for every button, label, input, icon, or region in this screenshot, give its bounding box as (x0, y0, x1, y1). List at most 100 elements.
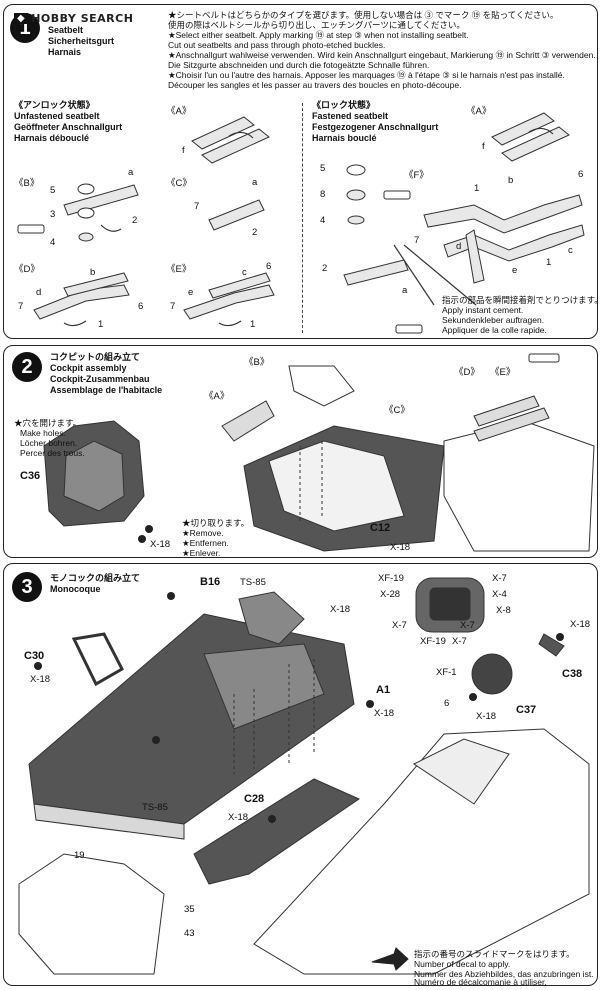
paint-xf19-bottom: XF-19 (420, 636, 446, 647)
part-5-fast: 5 (320, 163, 326, 174)
decal-19: 19 (74, 850, 85, 861)
part-c-f: c (568, 245, 573, 256)
part-a-b: a (128, 167, 134, 178)
remove-jp: ★切り取ります。 (182, 518, 250, 528)
part-d-d: d (36, 287, 42, 298)
cement-fr: Appliquer de la colle rapide. (442, 325, 547, 335)
part-a1: A1 (376, 684, 391, 696)
note-en-2: Cut out seatbelts and pass through photo… (168, 40, 386, 50)
paint-x18-c12: X-18 (390, 542, 411, 553)
step-2-title-en: Cockpit assembly (50, 363, 127, 373)
paint-x18-c36: X-18 (150, 539, 171, 550)
label-a-right: 《A》 (466, 106, 492, 117)
step-1-title-en: Seatbelt (48, 25, 84, 35)
step-2-number: 2 (12, 352, 42, 382)
fastened-jp: 《ロック状態》 (312, 100, 376, 110)
paint-x4: X-4 (492, 589, 507, 600)
part-a-c: a (252, 177, 258, 188)
decal-note-de: Nummer des Abziehbildes, das anzubringen… (414, 969, 594, 979)
cement-de: Sekundenkleber auftragen. (442, 315, 545, 325)
seatbelt-illustrations (17, 112, 585, 334)
part-b-d: b (90, 267, 96, 278)
part-b-f: b (508, 175, 514, 186)
paint-ts85-b16: TS-85 (240, 577, 266, 588)
label-c-2: 《C》 (384, 405, 410, 416)
fastened-en: Fastened seatbelt (312, 111, 389, 121)
part-4-b: 4 (50, 237, 56, 248)
step-3-panel: 3 モノコックの組み立て Monocoque B16 TS-85 X-18 C3… (3, 563, 598, 987)
cockpit-illustrations (43, 353, 595, 552)
step-1-panel: 1 ◆ HOBBY SEARCH Seatbelt Sicherheitsgur… (3, 4, 602, 339)
part-7-e: 7 (170, 301, 176, 312)
part-7-d: 7 (18, 301, 24, 312)
label-f: 《F》 (404, 170, 429, 181)
paint-x18-c38: X-18 (570, 619, 591, 630)
fastened-fr: Harnais bouclé (312, 133, 377, 143)
remove-de: ★Entfernen. (182, 538, 229, 548)
holes-de: Löcher bohren. (20, 438, 78, 448)
part-8-fast: 8 (320, 189, 326, 200)
paint-x7-top: X-7 (492, 573, 507, 584)
step-2-title-de: Cockpit-Zusammenbau (50, 374, 150, 384)
step-3-number: 3 (12, 572, 42, 602)
decal-43: 43 (184, 928, 195, 939)
note-en-1: ★Select either seatbelt. Apply marking ⑲… (168, 30, 469, 40)
logo-mark-icon: ◆ (14, 12, 29, 24)
part-6-f: 6 (578, 169, 584, 180)
monocoque-illustrations (18, 577, 590, 975)
step-2-panel: 2 コクピットの組み立て Cockpit assembly Cockpit-Zu… (3, 345, 598, 558)
step-1-title-fr: Harnais (48, 47, 82, 57)
step-3-title-jp: モノコックの組み立て (50, 573, 141, 583)
remove-en: ★Remove. (182, 528, 224, 538)
decal-arrow-icon (371, 947, 409, 971)
note-de-2: Die Sitzgurte abschneiden und durch die … (168, 60, 430, 70)
holes-en: Make holes. (20, 428, 66, 438)
paint-x8: X-8 (496, 605, 511, 616)
part-1-e: 1 (250, 319, 256, 330)
part-4-fast: 4 (320, 215, 326, 226)
part-5-b: 5 (50, 185, 56, 196)
part-2-c: 2 (252, 227, 258, 238)
part-2-b: 2 (132, 215, 138, 226)
unfastened-jp: 《アンロック状態》 (14, 100, 95, 110)
part-6-d: 6 (138, 301, 144, 312)
part-a-fast: a (402, 285, 408, 296)
part-b16: B16 (200, 576, 221, 588)
part-c36: C36 (20, 470, 41, 482)
paint-x18-top: X-18 (330, 604, 351, 615)
label-e: 《E》 (166, 264, 192, 275)
label-a-left: 《A》 (166, 106, 192, 117)
hobby-search-logo: ◆ HOBBY SEARCH (14, 11, 164, 25)
label-b: 《B》 (14, 178, 40, 189)
decal-note-en: Number of decal to apply. (414, 959, 511, 969)
part-6-e: 6 (266, 261, 272, 272)
decal-note-fr: Numéro de décalcomanie à utiliser. (414, 977, 547, 987)
paint-x7-mid: X-7 (460, 620, 475, 631)
step-2-title-jp: コクピットの組み立て (50, 352, 141, 362)
unfastened-de: Geöffneter Anschnallgurt (14, 122, 123, 132)
part-c38: C38 (562, 668, 583, 680)
fastened-de: Festgezogener Anschnallgurt (312, 122, 439, 132)
paint-ts85-body: TS-85 (142, 802, 168, 813)
note-jp-2: 使用の際はベルトシールから切り出し、エッチングパーツに通してください。 (168, 20, 465, 30)
unfastened-fr: Harnais débouclé (14, 133, 90, 143)
label-c: 《C》 (166, 178, 192, 189)
decal-6: 6 (444, 698, 450, 709)
section-divider (302, 103, 303, 333)
paint-x7-bottom: X-7 (452, 636, 467, 647)
part-7-f: 7 (414, 235, 420, 246)
paint-x7-left: X-7 (392, 620, 407, 631)
part-7-c: 7 (194, 201, 200, 212)
decal-note-jp: 指示の番号のスライドマークをはります。 (414, 949, 575, 959)
part-3-b: 3 (50, 209, 56, 220)
paint-xf19-top: XF-19 (378, 573, 404, 584)
note-jp-1: ★シートベルトはどちらかのタイプを選びます。使用しない場合は ③ でマーク ⑲ … (168, 10, 559, 20)
label-d-2: 《D》 (454, 367, 480, 378)
label-e-2: 《E》 (490, 367, 516, 378)
part-1-f2: 1 (546, 257, 552, 268)
part-d-f: d (456, 241, 462, 252)
part-c30: C30 (24, 650, 45, 662)
note-fr-1: ★Choisir l'un ou l'autre des harnais. Ap… (168, 70, 565, 80)
part-e-f: e (512, 265, 518, 276)
paint-x18-c37: X-18 (476, 711, 497, 722)
